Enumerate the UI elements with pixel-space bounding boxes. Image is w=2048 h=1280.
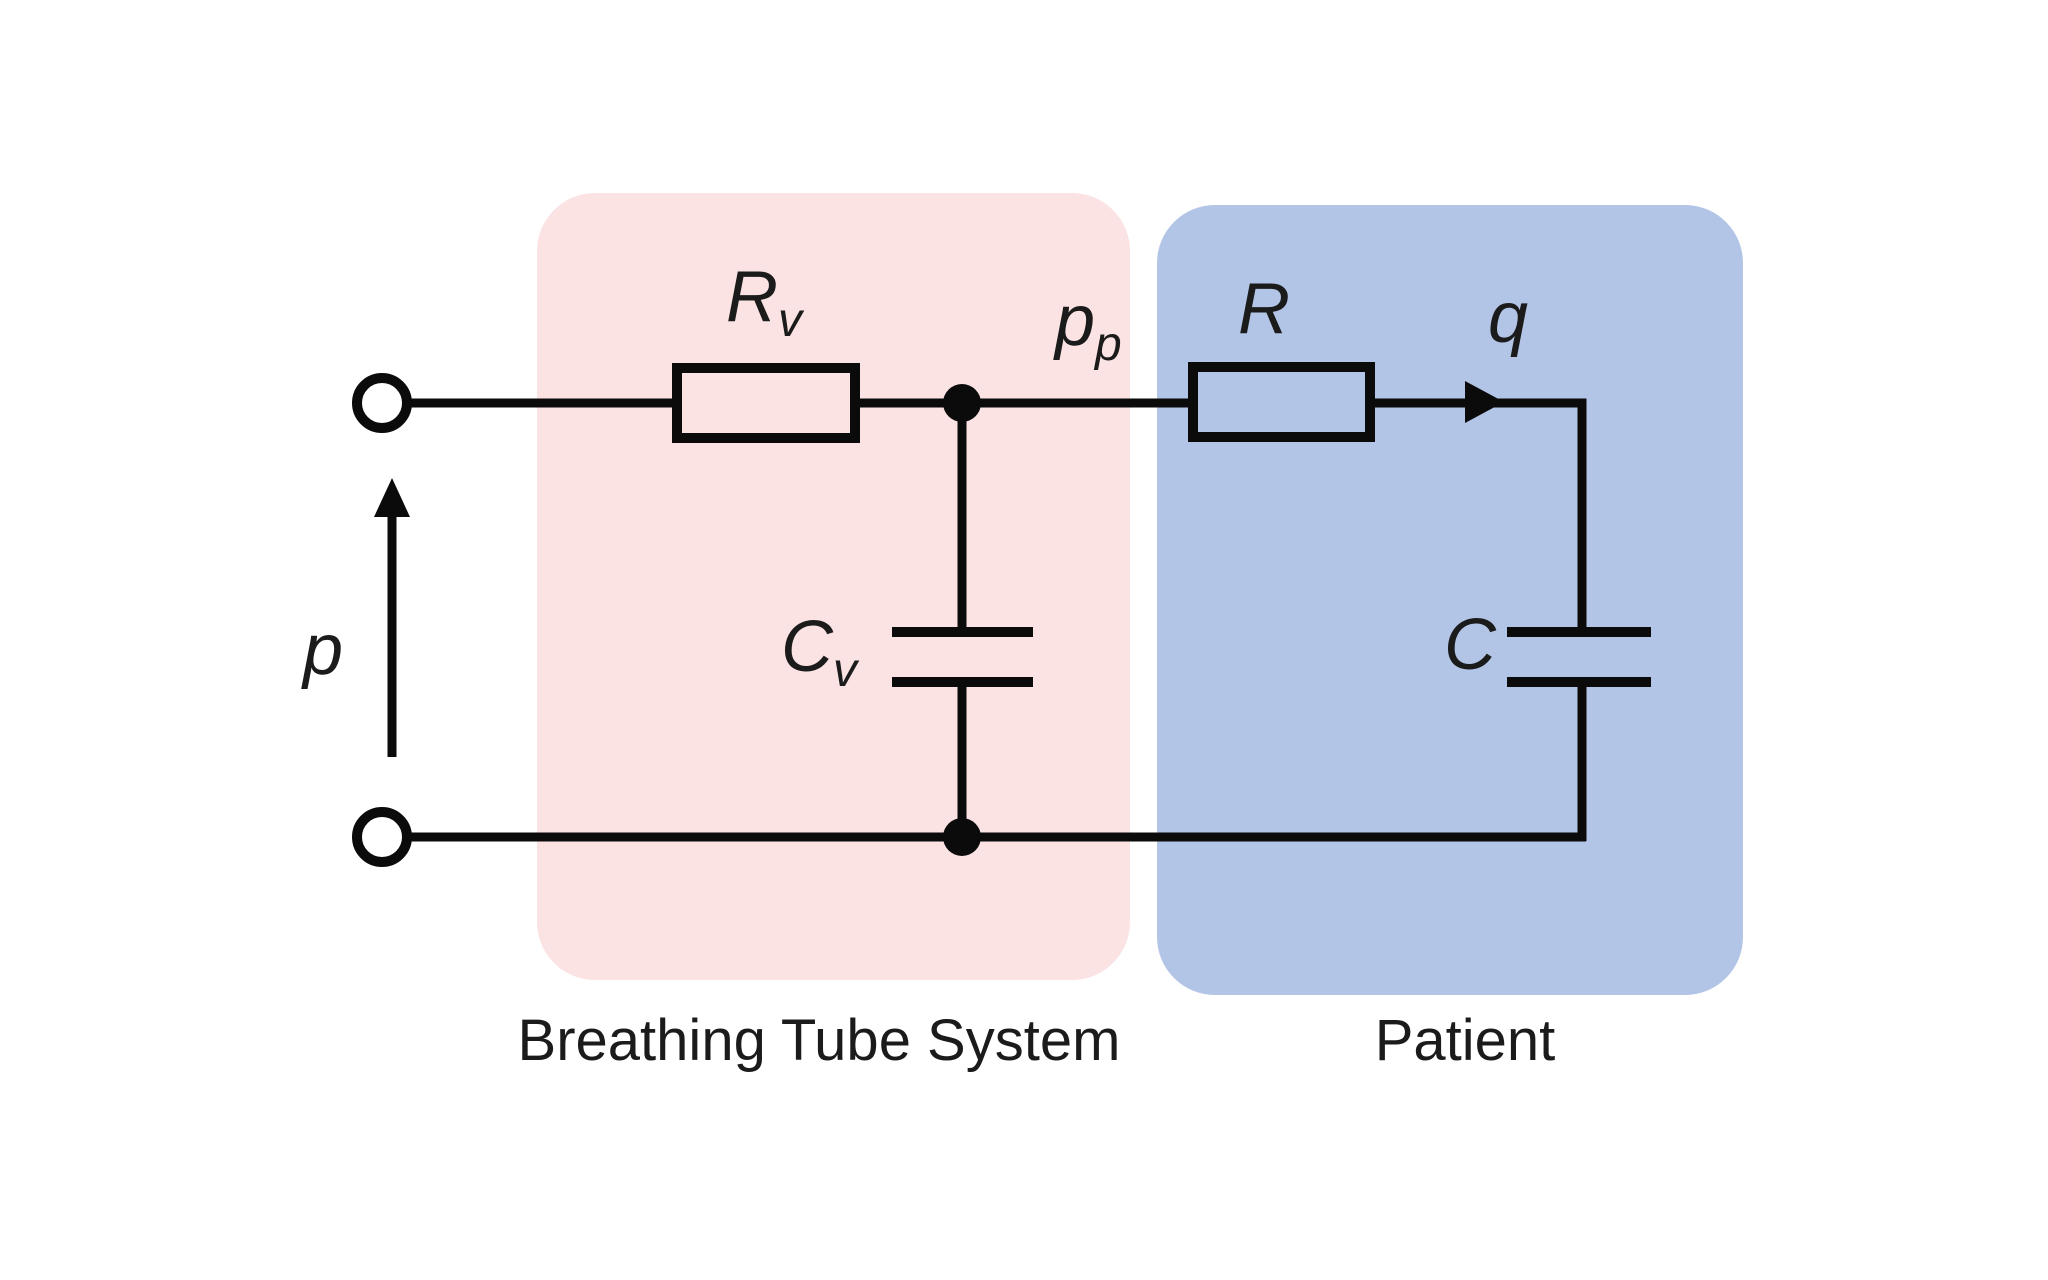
label-r: R: [1238, 269, 1290, 349]
resistor-r-body: [1188, 362, 1375, 442]
caption-patient: Patient: [1374, 1008, 1556, 1073]
capacitor-c-top-plate: [1507, 627, 1651, 637]
label-cv: Cv: [781, 607, 857, 697]
junction-node-bottom: [943, 818, 981, 856]
patient-region: [1157, 205, 1743, 995]
label-c: C: [1444, 605, 1496, 685]
pressure-arrowhead-icon: [374, 478, 410, 517]
label-q: q: [1488, 278, 1529, 358]
resistor-rv-body: [672, 363, 860, 443]
capacitor-cv-bottom-plate: [892, 677, 1033, 687]
flow-arrowhead-icon: [1465, 381, 1504, 423]
junction-node-top: [943, 384, 981, 422]
terminal-top-icon: [352, 373, 412, 433]
label-rv: Rv: [726, 257, 802, 347]
label-p: p: [303, 610, 344, 690]
breathing-tube-system-region: [537, 193, 1130, 980]
terminal-bottom-icon: [352, 807, 412, 867]
caption-breathing-tube-system: Breathing Tube System: [517, 1008, 1121, 1073]
top-wire-corner: [1370, 398, 1587, 628]
capacitor-c-bottom-plate: [1507, 677, 1651, 687]
capacitor-cv-top-plate: [892, 627, 1033, 637]
label-pp: pp: [1055, 281, 1122, 371]
